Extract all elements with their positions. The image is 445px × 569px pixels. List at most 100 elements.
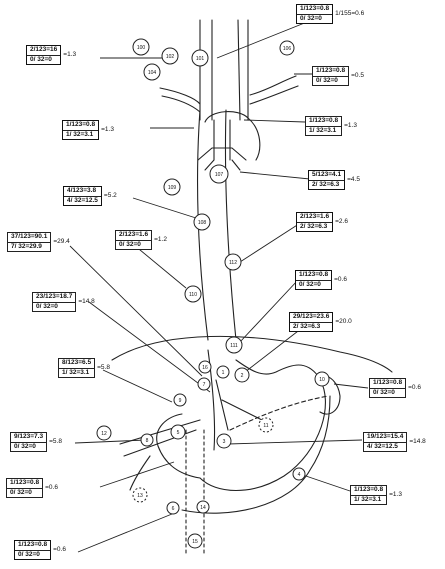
lymph-node-9: 9 <box>174 394 186 406</box>
fraction-box: 29/123=23.62/ 32=6.3 <box>289 312 333 332</box>
fraction-numerator: 9/123=7.3 <box>11 433 46 442</box>
fraction-result: =0.5 <box>351 73 364 80</box>
fraction-result: =0.6 <box>45 485 58 492</box>
lymph-node-110: 110 <box>185 286 201 302</box>
lymph-node-label: 8 <box>146 438 149 444</box>
aortic-arch <box>205 112 260 160</box>
fraction-result: =1.3 <box>344 123 357 130</box>
lymph-node-label: 2 <box>241 373 244 379</box>
lymph-node-label: 100 <box>137 45 146 51</box>
lymph-node-label: 110 <box>189 292 197 298</box>
lymph-node-label: 5 <box>177 430 180 436</box>
lymph-node-1: 1 <box>217 366 229 378</box>
fraction-denominator: 1/ 32=3.1 <box>351 495 386 505</box>
lymph-node-label: 102 <box>166 54 175 60</box>
fraction-ratio-106-left: 1/123=0.81/ 32=3.1=1.3 <box>62 120 114 140</box>
lymph-node-label: 13 <box>137 493 143 499</box>
fraction-box: 23/123=18.70/ 32=0 <box>32 292 76 312</box>
lymph-node-3: 3 <box>217 434 231 448</box>
lymph-node-label: 106 <box>283 46 292 52</box>
lymph-node-106: 106 <box>280 41 294 55</box>
lymph-node-label: 11 <box>263 423 268 429</box>
lymph-node-label: 107 <box>215 172 224 178</box>
fraction-result: =1.3 <box>63 52 76 59</box>
fraction-denominator: 4/ 32=12.5 <box>64 196 101 206</box>
fraction-denominator: 0/ 32=0 <box>297 14 332 24</box>
splenic-dashed <box>230 396 328 430</box>
fraction-denominator: 1/ 32=3.1 <box>59 368 94 378</box>
fraction-numerator: 1/123=0.8 <box>7 479 42 488</box>
lymph-node-101: 101 <box>192 50 208 66</box>
fraction-numerator: 4/123=3.8 <box>64 187 101 196</box>
fraction-denominator: 0/ 32=0 <box>27 55 60 65</box>
lymph-node-label: 3 <box>223 439 226 445</box>
lymph-node-label: 104 <box>148 70 157 76</box>
lymph-node-111: 111 <box>226 337 242 353</box>
celiac-vessels <box>216 380 262 430</box>
lymph-node-12: 12 <box>97 426 111 440</box>
fraction-denominator: 0/ 32=0 <box>11 442 46 452</box>
lymph-node-108: 108 <box>194 214 210 230</box>
fraction-numerator: 29/123=23.6 <box>290 313 332 322</box>
fraction-result: =1.3 <box>389 492 402 499</box>
lymph-node-label: 4 <box>298 472 301 478</box>
fraction-numerator: 1/123=0.8 <box>63 121 98 130</box>
fraction-denominator: 2/ 32=6.3 <box>290 322 332 332</box>
fraction-result: =1.2 <box>154 237 167 244</box>
duodenum <box>157 414 200 478</box>
lymph-node-11: 11 <box>259 418 273 432</box>
fraction-box: 2/123=1.62/ 32=6.3 <box>296 212 333 232</box>
fraction-numerator: 1/123=0.8 <box>15 541 50 550</box>
fraction-denominator: 0/ 32=0 <box>313 76 348 86</box>
fraction-numerator: 1/123=0.8 <box>297 5 332 14</box>
fraction-numerator: 1/123=0.8 <box>313 67 348 76</box>
fraction-result: =5.8 <box>97 365 110 372</box>
fraction-numerator: 1/123=0.8 <box>306 117 341 126</box>
fraction-denominator: 7/ 32=29.9 <box>8 242 50 252</box>
lymph-node-107: 107 <box>210 165 228 183</box>
lymph-node-label: 14 <box>200 505 206 511</box>
subclavian-right <box>250 76 298 104</box>
fraction-ratio-bottom-left: 1/123=0.80/ 32=0=0.6 <box>14 540 66 560</box>
lymph-node-label: 16 <box>202 365 208 371</box>
fraction-result: =14.8 <box>78 299 94 306</box>
lymph-node-109: 109 <box>164 179 180 195</box>
lymph-node-label: 9 <box>179 398 182 404</box>
fraction-result: =4.5 <box>347 177 360 184</box>
fraction-denominator: 4/ 32=12.5 <box>364 442 406 452</box>
fraction-box: 8/123=6.51/ 32=3.1 <box>58 358 95 378</box>
fraction-result: =0.6 <box>334 277 347 284</box>
fraction-denominator: 2/ 32=6.3 <box>309 180 344 190</box>
lymph-node-6: 6 <box>167 502 179 514</box>
lymph-node-label: 108 <box>198 220 207 226</box>
lymph-node-102: 102 <box>162 48 178 64</box>
lymph-node-label: 112 <box>229 260 237 266</box>
fraction-ratio-mid-left: 37/123=90.17/ 32=29.9=29.4 <box>7 232 70 252</box>
fraction-numerator: 8/123=6.5 <box>59 359 94 368</box>
lymph-node-label: 12 <box>101 431 107 437</box>
lymph-node-15: 15 <box>188 534 202 548</box>
lymph-node-8: 8 <box>141 434 153 446</box>
subclavian-left <box>160 88 200 112</box>
fraction-result: =29.4 <box>53 239 69 246</box>
fraction-denominator: 0/ 32=0 <box>15 550 50 560</box>
fraction-numerator: 2/123=1.6 <box>116 231 151 240</box>
